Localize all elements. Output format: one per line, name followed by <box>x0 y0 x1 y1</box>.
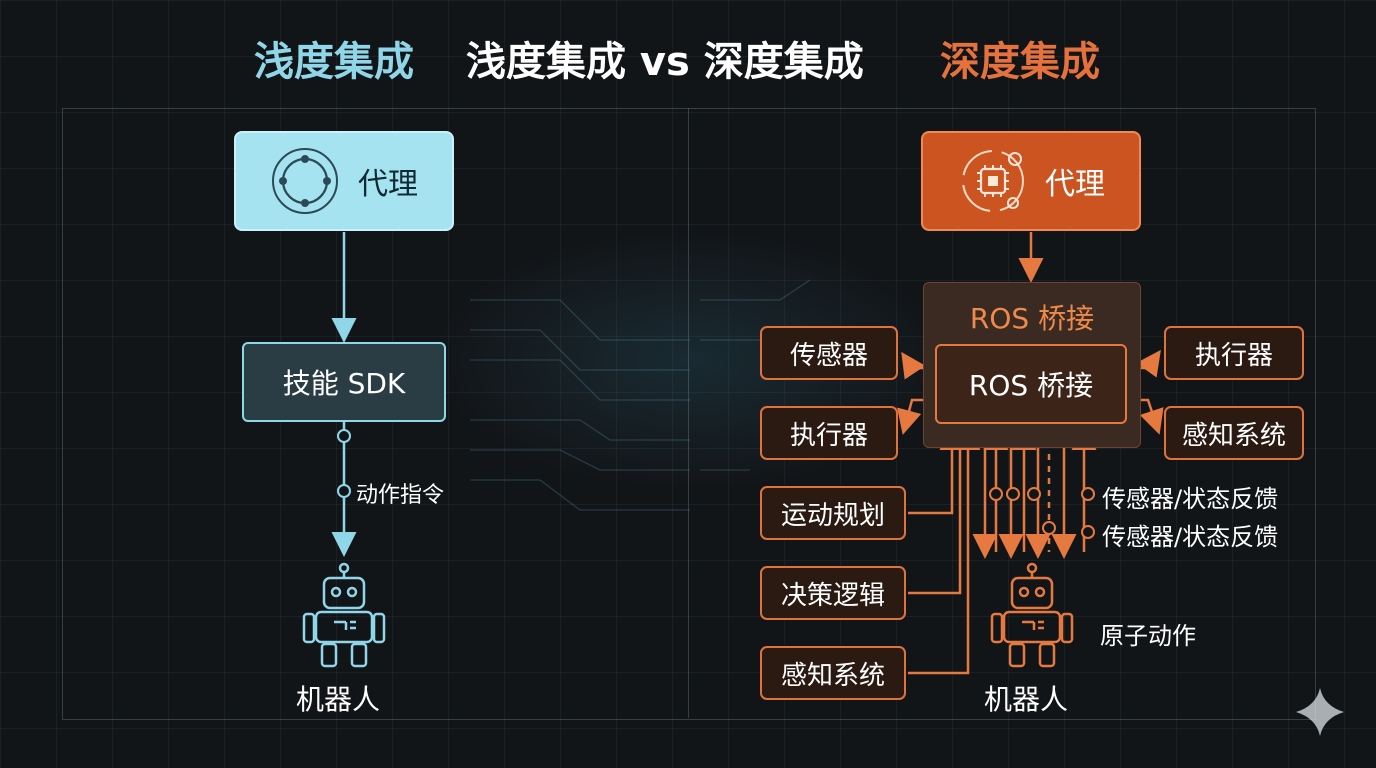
ros-bridge-inner-box: ROS 桥接 <box>935 344 1127 424</box>
chip-gears-icon <box>962 150 1024 212</box>
sparkle-icon <box>1296 688 1344 736</box>
module-label: 感知系统 <box>1181 420 1286 451</box>
shallow-agent-box: 代理 <box>234 131 454 231</box>
center-divider <box>688 108 689 718</box>
module-motion-planning: 运动规划 <box>760 486 906 540</box>
shallow-robot-label: 机器人 <box>296 683 381 716</box>
module-actuator-right: 执行器 <box>1164 326 1304 380</box>
deep-title-tag: 深度集成 <box>940 39 1100 85</box>
module-label: 决策逻辑 <box>780 580 885 611</box>
page-title: 浅度集成 vs 深度集成 <box>466 39 864 85</box>
shallow-title-tag: 浅度集成 <box>254 39 414 85</box>
shallow-robot-icon <box>302 562 386 668</box>
action-command-label: 动作指令 <box>356 483 445 508</box>
module-perception-bottom: 感知系统 <box>760 646 906 700</box>
module-label: 感知系统 <box>780 660 885 691</box>
bundle-nodes <box>989 487 1095 539</box>
deep-agent-label: 代理 <box>1045 167 1105 202</box>
module-actuator-left: 执行器 <box>760 406 898 460</box>
module-label: 运动规划 <box>780 500 885 531</box>
shallow-agent-label: 代理 <box>358 167 418 202</box>
ros-bridge-outer-label: ROS 桥接 <box>969 302 1095 335</box>
feedback-label-1: 传感器/状态反馈 <box>1102 485 1279 513</box>
module-sensor-left: 传感器 <box>760 326 898 380</box>
deep-robot-icon <box>990 562 1074 668</box>
module-perception-right: 感知系统 <box>1164 406 1304 460</box>
atomic-action-label: 原子动作 <box>1100 622 1196 650</box>
skill-sdk-label: 技能 SDK <box>282 367 406 400</box>
feedback-label-2: 传感器/状态反馈 <box>1102 523 1279 551</box>
ros-bridge-inner-label: ROS 桥接 <box>968 369 1094 402</box>
module-label: 执行器 <box>789 420 868 451</box>
orbit-circle-icon <box>272 148 338 214</box>
circuit-traces <box>470 279 811 511</box>
module-decision-logic: 决策逻辑 <box>760 566 906 620</box>
deep-robot-label: 机器人 <box>984 683 1069 716</box>
skill-sdk-box: 技能 SDK <box>242 342 446 422</box>
shallow-connectors <box>331 232 357 557</box>
diagram-frame <box>62 108 1316 720</box>
deep-agent-box: 代理 <box>921 131 1141 231</box>
module-label: 执行器 <box>1194 340 1273 371</box>
module-label: 传感器 <box>789 340 868 371</box>
